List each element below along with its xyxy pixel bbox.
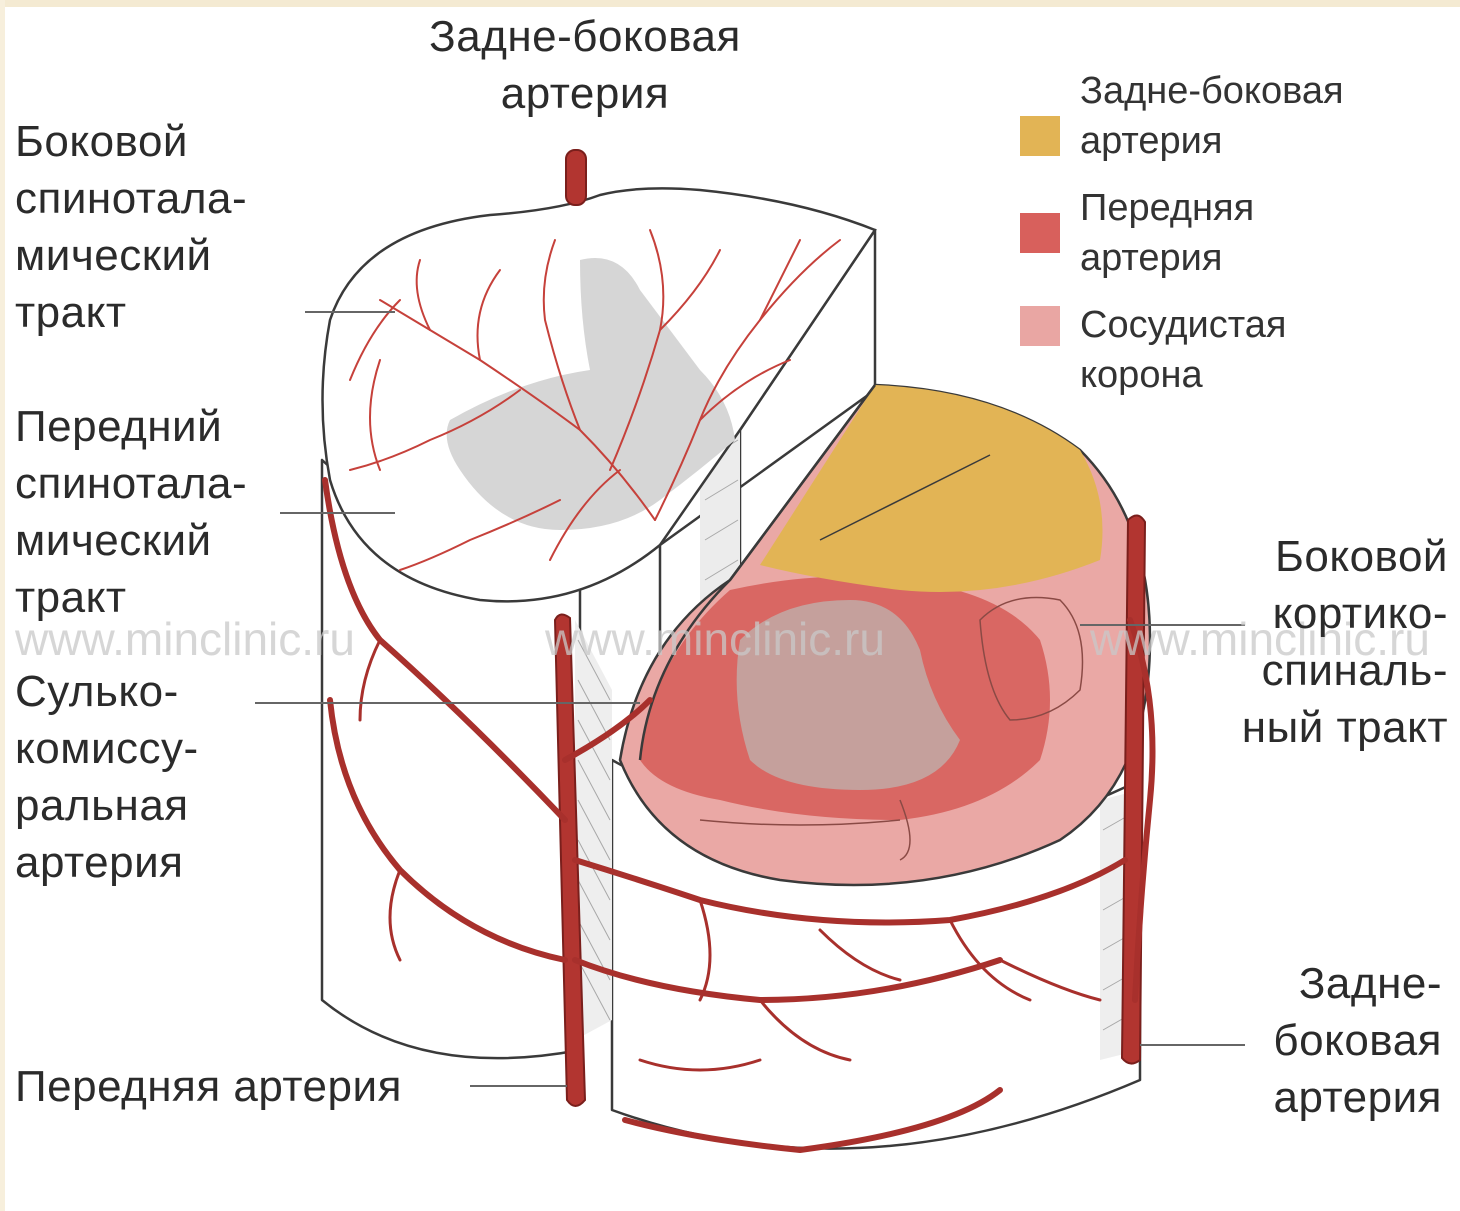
label-top-artery: Задне-боковая артерия <box>405 8 765 122</box>
legend-text-posterolateral: Задне-боковая артерия <box>1080 66 1344 166</box>
legend-swatch-posterolateral <box>1020 116 1060 156</box>
legend-text-corona: Сосудистая корона <box>1080 300 1286 400</box>
legend-swatch-corona <box>1020 306 1060 346</box>
label-sulcocommissural: Сулько- комиссу- ральная артерия <box>15 663 199 891</box>
legend-swatch-anterior <box>1020 213 1060 253</box>
label-posterolateral-bottom: Задне- боковая артерия <box>1273 955 1442 1126</box>
label-lateral-corticospinal: Боковой кортико- спиналь- ный тракт <box>1242 528 1448 756</box>
label-anterior-spinothalamic: Передний спинотала- мический тракт <box>15 398 247 626</box>
label-anterior-artery: Передняя артерия <box>15 1058 402 1115</box>
legend-text-anterior: Передняя артерия <box>1080 183 1254 283</box>
label-lateral-spinothalamic: Боковой спинотала- мический тракт <box>15 113 247 341</box>
watermark-2: www.minclinic.ru <box>545 612 885 666</box>
